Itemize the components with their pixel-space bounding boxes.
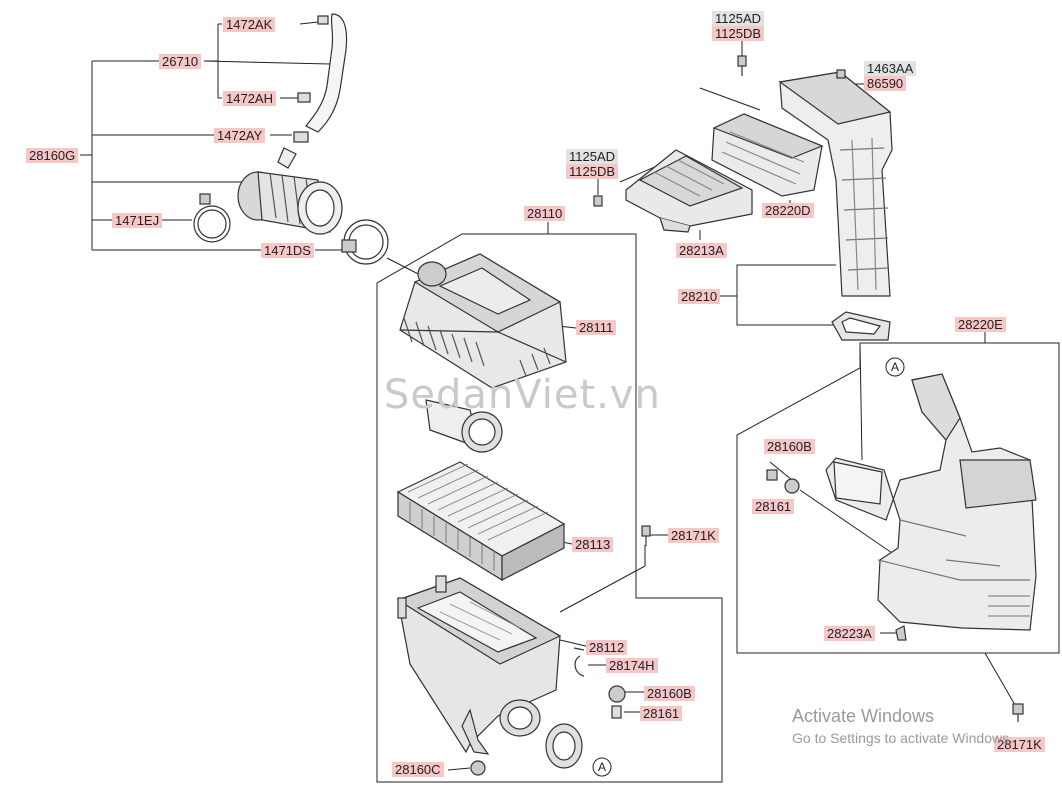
small-fasteners <box>470 525 651 776</box>
part-label-28113[interactable]: 28113 <box>572 537 614 552</box>
duct-ring <box>545 723 583 769</box>
leader-line <box>447 767 471 771</box>
callout-circle <box>885 357 905 377</box>
part-label-1471EJ[interactable]: 1471EJ <box>112 213 163 228</box>
activation-title: Activate Windows <box>792 706 935 726</box>
part-label-1125DB[interactable]: 1125DB <box>566 164 619 179</box>
part-label-28161[interactable]: 28161 <box>640 706 683 721</box>
leader-line <box>984 652 1016 706</box>
part-label-28174H[interactable]: 28174H <box>606 658 658 673</box>
leader-line <box>203 60 331 65</box>
duct-assembly-28220E <box>766 373 1037 722</box>
leader-line <box>736 264 836 326</box>
part-label-28160B[interactable]: 28160B <box>644 686 695 701</box>
leader-line <box>799 489 896 556</box>
callout-label: A <box>890 360 899 374</box>
part-label-1471DS[interactable]: 1471DS <box>261 243 314 258</box>
watermark: SedanViet.vn <box>384 372 661 418</box>
part-label-1463AA[interactable]: 1463AA <box>864 61 917 76</box>
duct-28220D <box>711 113 824 197</box>
air-filter-28113 <box>396 461 566 582</box>
activation-subtitle: Go to Settings to activate Windows. <box>792 730 1013 746</box>
callout-label: A <box>597 760 606 774</box>
assembly-boundary <box>376 222 723 783</box>
part-label-28223A[interactable]: 28223A <box>824 626 875 641</box>
hose-clamp-1472AH <box>297 92 311 103</box>
hose-clamp-1471EJ <box>193 193 231 243</box>
top-fasteners <box>593 55 846 207</box>
lower-case-28112 <box>396 575 562 755</box>
part-label-28111[interactable]: 28111 <box>576 320 617 335</box>
hose-clamp-1471DS <box>341 219 389 265</box>
part-label-28160B[interactable]: 28160B <box>764 439 815 454</box>
intake-duct-group <box>593 55 893 341</box>
air-guide-28210 <box>778 71 893 297</box>
breather-hose <box>305 13 348 133</box>
hose-nipple <box>277 147 297 169</box>
part-label-28110[interactable]: 28110 <box>524 206 566 221</box>
leader-line <box>299 21 319 25</box>
intake-hose <box>237 171 343 235</box>
part-label-1472AK[interactable]: 1472AK <box>223 17 276 32</box>
leader-line <box>859 342 863 461</box>
part-label-1472AH[interactable]: 1472AH <box>223 91 276 106</box>
part-label-1472AY[interactable]: 1472AY <box>214 128 266 143</box>
part-label-26710[interactable]: 26710 <box>159 54 202 69</box>
part-label-86590[interactable]: 86590 <box>864 76 907 91</box>
part-label-28210[interactable]: 28210 <box>678 289 721 304</box>
air-cleaner-group <box>396 253 651 776</box>
part-label-1125DB[interactable]: 1125DB <box>712 26 765 41</box>
part-label-28160G[interactable]: 28160G <box>26 148 79 163</box>
part-label-28220E[interactable]: 28220E <box>955 317 1006 332</box>
part-label-28160C[interactable]: 28160C <box>392 762 444 777</box>
leader-line <box>699 87 761 111</box>
leader-line <box>559 565 646 613</box>
duct-adapter <box>425 399 503 453</box>
part-label-28171K[interactable]: 28171K <box>668 528 719 543</box>
part-label-1125AD[interactable]: 1125AD <box>712 11 765 26</box>
part-label-28220D[interactable]: 28220D <box>762 203 814 218</box>
part-label-28161[interactable]: 28161 <box>752 499 795 514</box>
part-label-28213A[interactable]: 28213A <box>676 243 727 258</box>
callout-circle <box>592 757 612 777</box>
hose-clamp-1472AY <box>293 131 309 143</box>
upper-cover-28111 <box>399 253 567 389</box>
part-label-28171K[interactable]: 28171K <box>994 737 1045 752</box>
seal-gasket <box>831 311 891 341</box>
leader-line <box>769 461 793 481</box>
hose-clamp-1472AK <box>317 15 329 25</box>
part-label-1125AD[interactable]: 1125AD <box>566 149 619 164</box>
intake-hose-group <box>193 13 389 265</box>
resonator-28213A <box>625 149 753 233</box>
part-label-28112[interactable]: 28112 <box>586 640 628 655</box>
leader-line <box>559 639 591 648</box>
